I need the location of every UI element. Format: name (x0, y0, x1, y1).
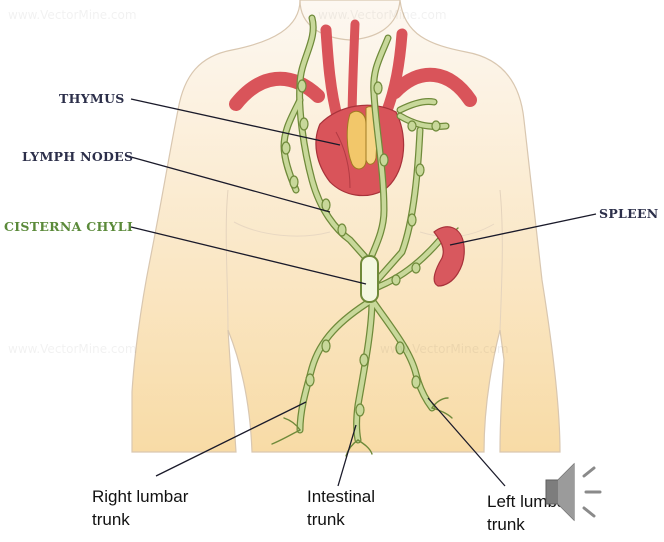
watermark-2: www.VectorMine.com (318, 8, 447, 22)
watermark-1: www.VectorMine.com (8, 8, 137, 22)
leader-lines (130, 98, 597, 487)
label-intestinal-trunk: Intestinal trunk (307, 485, 375, 531)
speaker-icon-graphic (545, 462, 602, 522)
watermark-4: www.VectorMine.com (380, 342, 509, 356)
label-thymus: THYMUS (59, 91, 125, 106)
label-left-lumbar-line-2: trunk (487, 515, 525, 534)
label-right-lumbar-trunk: Right lumbar trunk (92, 485, 188, 531)
label-lymph-nodes: LYMPH NODES (22, 149, 134, 164)
label-right-lumbar-line-2: trunk (92, 510, 130, 529)
watermark-3: www.VectorMine.com (8, 342, 137, 356)
label-intestinal-line-2: trunk (307, 510, 345, 529)
cisterna-chyli (360, 255, 379, 303)
lymph-node-set (281, 79, 441, 417)
label-cisterna-chyli: CISTERNA CHYLI (4, 219, 134, 234)
thymus-gland (346, 106, 379, 170)
speaker-icon[interactable] (540, 456, 610, 528)
torso-silhouette (131, 0, 561, 453)
label-spleen: SPLEEN (599, 206, 659, 221)
spleen (433, 226, 465, 287)
label-right-lumbar-line-1: Right lumbar (92, 487, 189, 506)
label-intestinal-line-1: Intestinal (307, 487, 376, 506)
